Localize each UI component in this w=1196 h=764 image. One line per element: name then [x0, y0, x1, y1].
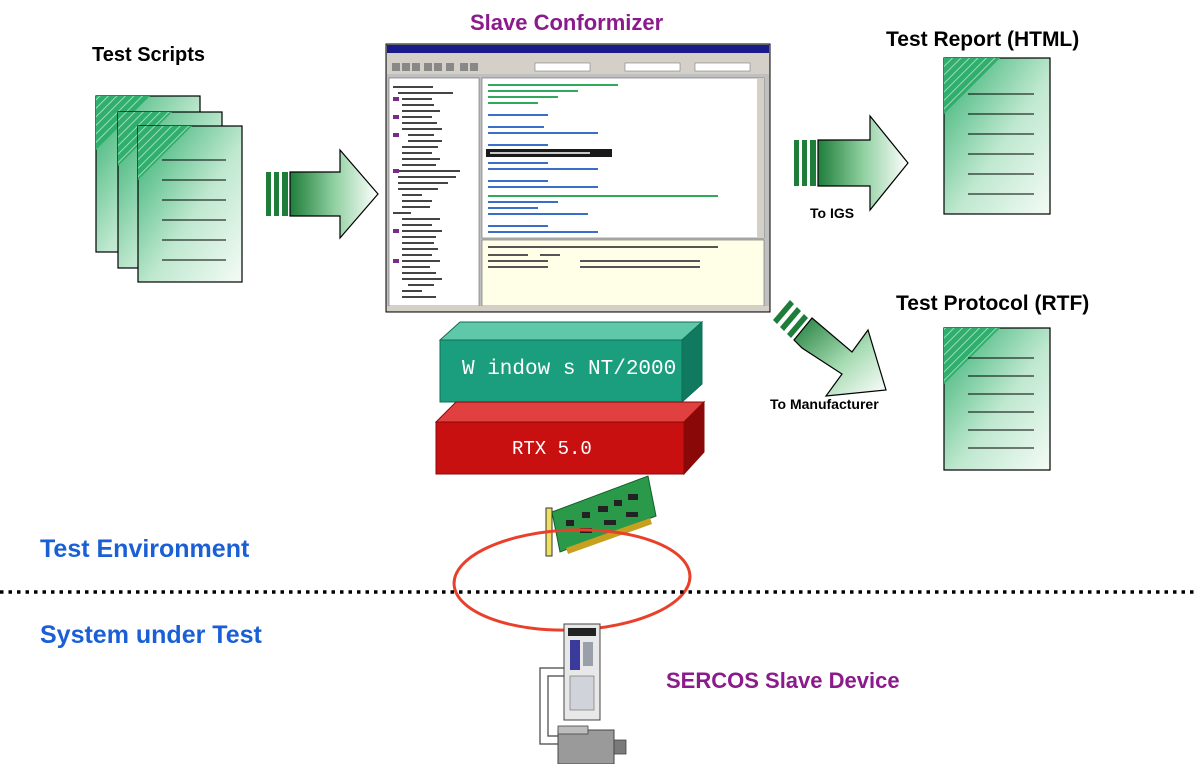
test-scripts-label: Test Scripts: [92, 44, 205, 66]
rtx-box: [434, 400, 706, 476]
motor-icon: [557, 725, 627, 764]
arrow-to-protocol: [773, 300, 887, 397]
protocol-document-icon: [943, 327, 1051, 471]
sercos-device-label: SERCOS Slave Device: [666, 668, 900, 693]
to-manufacturer-label: To Manufacturer: [770, 396, 879, 412]
rtx-box-label: RTX 5.0: [512, 438, 592, 460]
servo-drive-icon: [539, 623, 601, 745]
test-protocol-label: Test Protocol (RTF): [896, 292, 1090, 315]
pci-card-icon: [545, 475, 657, 557]
arrow-to-conformizer: [266, 148, 379, 240]
test-environment-label: Test Environment: [40, 535, 250, 563]
slave-conformizer-label: Slave Conformizer: [470, 10, 664, 35]
report-document-icon: [943, 57, 1051, 215]
document-stack-icon: [95, 95, 243, 283]
to-igs-label: To IGS: [810, 205, 855, 221]
system-under-test-label: System under Test: [40, 621, 262, 649]
conformizer-screenshot: [385, 43, 771, 313]
test-report-label: Test Report (HTML): [886, 28, 1080, 51]
windows-box: [438, 320, 704, 404]
arrow-to-report: [794, 114, 909, 212]
windows-box-label: W indow s NT/2000: [462, 358, 677, 381]
